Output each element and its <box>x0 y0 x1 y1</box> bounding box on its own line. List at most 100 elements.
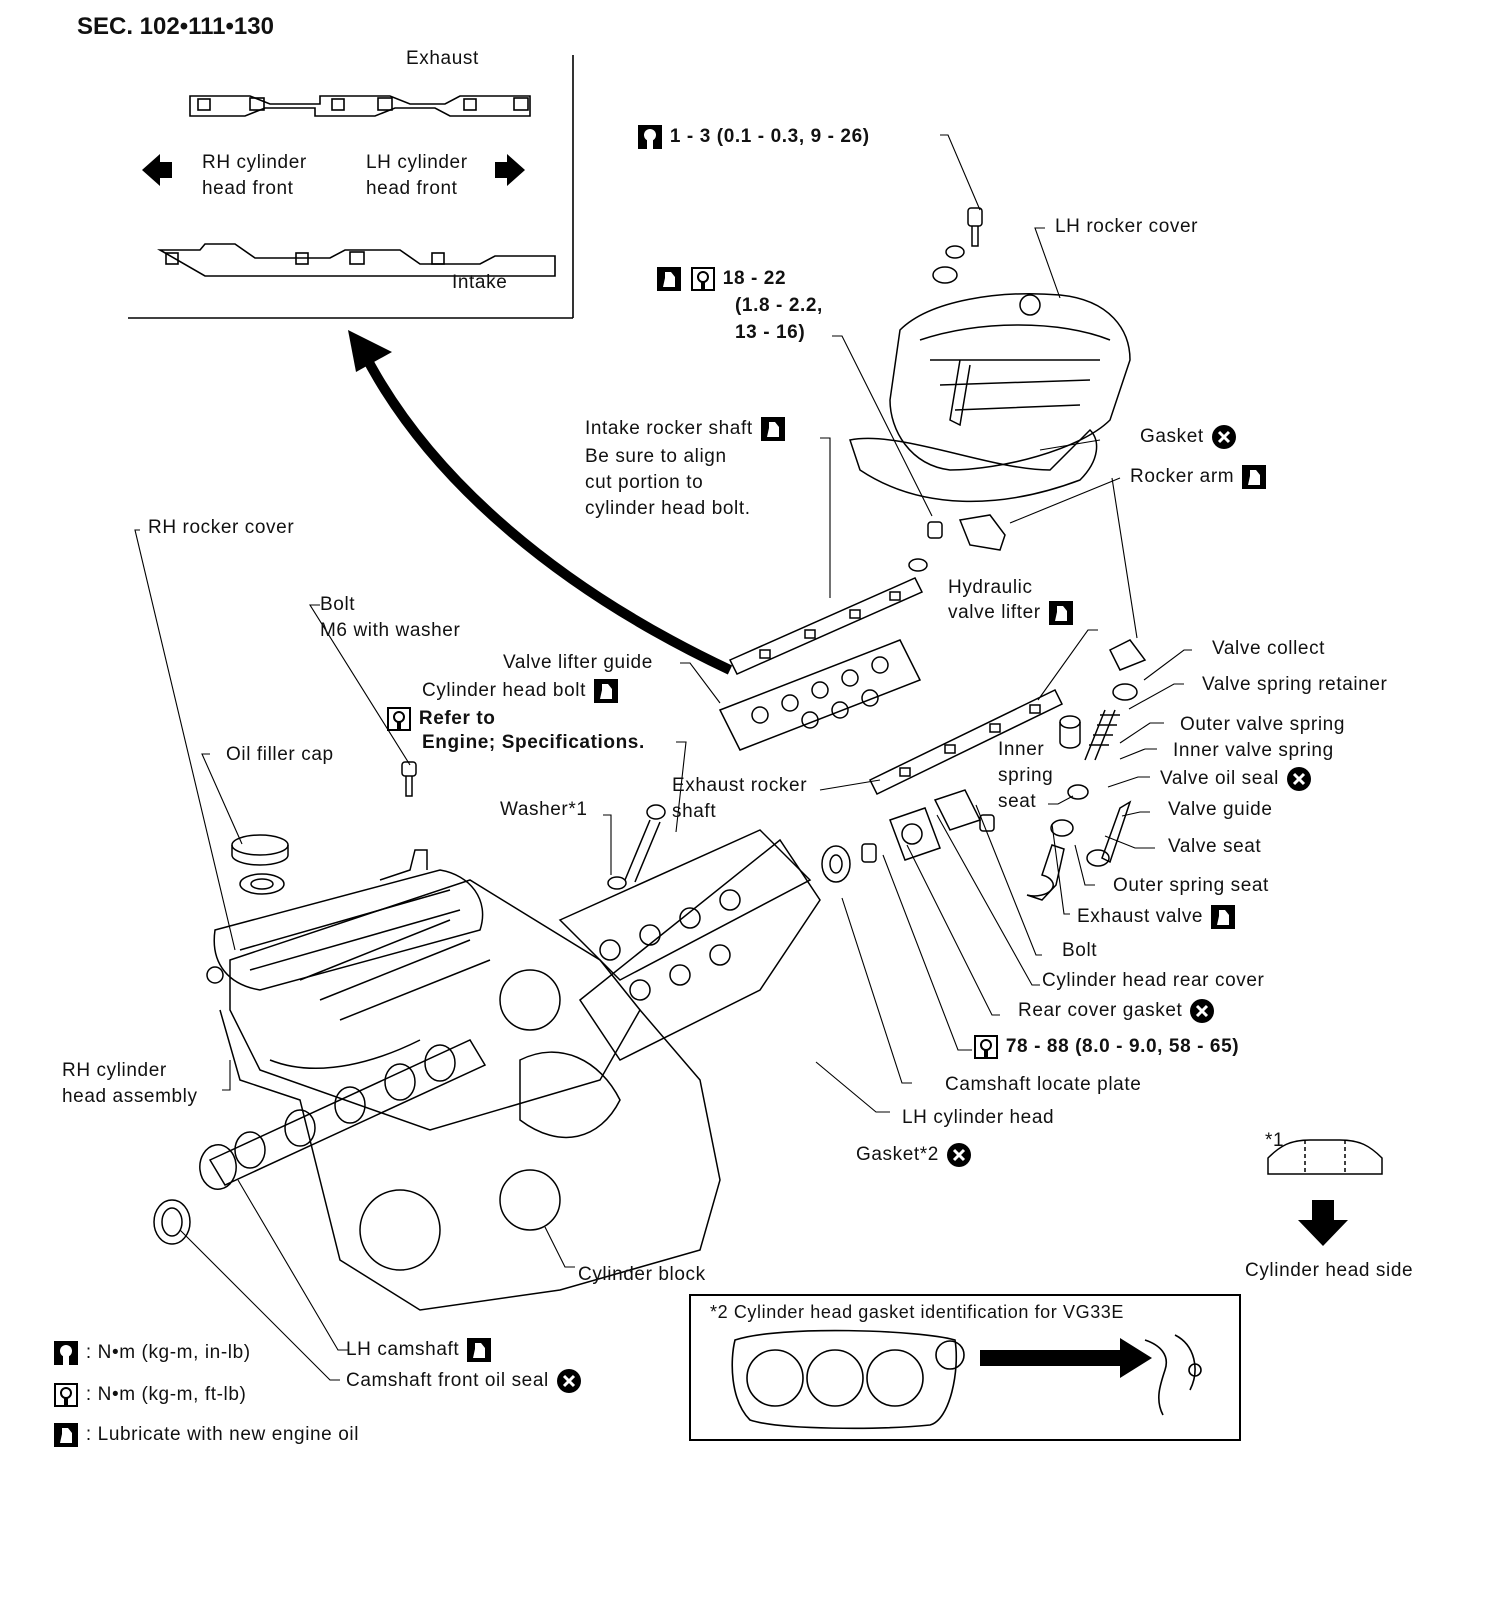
valve-lifter-guide-drawing <box>718 639 922 751</box>
hydraulic-lifter-line2: valve lifter <box>948 600 1075 626</box>
torque-rocker-line3: 13 - 16) <box>735 322 806 343</box>
exhaust-valve-label: Exhaust valve <box>1077 904 1237 930</box>
camshaft-oil-seal-drawing <box>153 1199 191 1245</box>
inset-exhaust-label: Exhaust <box>406 48 479 69</box>
torque-wrench-inlb-icon <box>638 124 662 149</box>
gasket-id-title: *2 Cylinder head gasket identification f… <box>710 1302 1125 1322</box>
intake-gasket-outline <box>157 243 556 277</box>
cylinder-head-bolt-label: Cylinder head bolt <box>422 678 620 704</box>
hydraulic-lifter-drawing <box>1059 715 1081 749</box>
legend-item-inlb: : N•m (kg-m, in-lb) <box>52 1340 251 1366</box>
lh-rocker-cover-drawing <box>849 293 1131 503</box>
washer-bolt-drawing <box>607 804 666 890</box>
gasket-id-box <box>689 1294 1241 1441</box>
torque-wrench-ftlb-icon <box>54 1382 78 1407</box>
torque-rocker-text-1: 18 - 22 <box>722 268 787 289</box>
transfer-arrow-shaft <box>360 352 733 675</box>
valve-spring-retainer-label: Valve spring retainer <box>1202 674 1388 695</box>
rocker-arm-drawing <box>958 514 1006 551</box>
intake-rocker-shaft-label: Intake rocker shaft <box>585 416 787 442</box>
oil-can-icon <box>1048 600 1073 625</box>
gasket2-text: Gasket*2 <box>856 1144 939 1165</box>
inset-rh-front-line1: RH cylinder <box>202 152 307 173</box>
legend-item-oil: : Lubricate with new engine oil <box>52 1422 359 1448</box>
exhaust-rocker-shaft-line2: shaft <box>672 801 717 822</box>
outer-spring-seat-label: Outer spring seat <box>1113 875 1269 896</box>
oil-can-icon <box>760 416 785 441</box>
arrow-down-icon <box>1298 1200 1348 1246</box>
valve-oil-seal-label: Valve oil seal <box>1160 766 1313 792</box>
oil-can-icon <box>1242 464 1267 489</box>
oil-can-icon <box>593 678 618 703</box>
intake-rocker-shaft-text: Intake rocker shaft <box>585 418 753 439</box>
replace-part-icon <box>1190 998 1215 1023</box>
camshaft-front-oil-seal-label: Camshaft front oil seal <box>346 1368 583 1394</box>
torque-wrench-inlb-icon <box>54 1340 78 1365</box>
torque-wrench-ftlb-icon <box>690 266 715 291</box>
oil-can-icon <box>1210 904 1235 929</box>
washer-detail-drawing <box>1267 1139 1383 1175</box>
inner-spring-seat-line2: spring <box>998 765 1054 786</box>
lh-camshaft-text: LH camshaft <box>346 1339 460 1360</box>
oil-can-icon <box>54 1422 78 1447</box>
valve-train-drawing <box>1026 639 1147 901</box>
cylinder-head-side-label: Cylinder head side <box>1245 1260 1414 1281</box>
intake-rocker-shaft-drawing <box>728 577 924 675</box>
rh-cylinder-head-assembly-line1: RH cylinder <box>62 1060 167 1081</box>
torque-wrench-ftlb-icon <box>387 706 411 731</box>
rear-cover-gasket-label: Rear cover gasket <box>1018 998 1216 1024</box>
exhaust-rocker-shaft-line1: Exhaust rocker <box>672 775 808 796</box>
intake-rocker-note-1: Be sure to align <box>585 446 727 467</box>
inner-valve-spring-label: Inner valve spring <box>1173 740 1334 761</box>
valve-collet-label: Valve collect <box>1212 638 1326 659</box>
valve-oil-seal-text: Valve oil seal <box>1160 768 1279 789</box>
hydraulic-lifter-text: valve lifter <box>948 602 1041 623</box>
rh-rocker-cover-drawing <box>206 849 484 991</box>
legend-text-oil: : Lubricate with new engine oil <box>85 1424 360 1445</box>
transfer-arrow-head <box>348 330 392 372</box>
inset-lh-front-line1: LH cylinder <box>366 152 468 173</box>
torque-top-label: 1 - 3 (0.1 - 0.3, 9 - 26) <box>636 124 870 150</box>
refer-to-line1: Refer to <box>385 706 495 732</box>
gasket-label: Gasket <box>1140 424 1238 450</box>
engine-block-drawing <box>219 829 821 1311</box>
intake-rocker-note-2: cut portion to <box>585 472 704 493</box>
inset-intake-label: Intake <box>452 272 508 293</box>
gasket-text: Gasket <box>1140 426 1204 447</box>
valve-guide-label: Valve guide <box>1168 799 1273 820</box>
inset-lh-front-line2: head front <box>366 178 458 199</box>
rh-rocker-cover-label: RH rocker cover <box>148 517 295 538</box>
id-arrow-icon <box>980 1338 1152 1378</box>
lh-cylinder-head-label: LH cylinder head <box>902 1107 1055 1128</box>
oil-filler-cap-label: Oil filler cap <box>226 744 334 765</box>
rh-cylinder-head-assembly-line2: head assembly <box>62 1086 198 1107</box>
arrow-right-icon <box>495 154 525 186</box>
exhaust-rocker-shaft-drawing <box>868 689 1064 795</box>
hydraulic-lifter-line1: Hydraulic <box>948 577 1033 598</box>
torque-head-text: 78 - 88 (8.0 - 9.0, 58 - 65) <box>1005 1036 1240 1057</box>
cylinder-head-rear-cover-label: Cylinder head rear cover <box>1042 970 1265 991</box>
top-bolt-drawing <box>932 207 983 284</box>
refer-to-text: Refer to <box>418 708 496 729</box>
torque-head-label: 78 - 88 (8.0 - 9.0, 58 - 65) <box>972 1034 1239 1060</box>
bolt2-label: Bolt <box>1062 940 1098 961</box>
leader-lines <box>134 134 1192 1381</box>
valve-lifter-guide-label: Valve lifter guide <box>503 652 653 673</box>
legend-text-ftlb: : N•m (kg-m, ft-lb) <box>85 1384 247 1405</box>
cylinder-block-label: Cylinder block <box>578 1264 706 1285</box>
section-number: SEC. 102•111•130 <box>77 13 274 40</box>
lh-camshaft-label: LH camshaft <box>346 1337 493 1363</box>
rocker-arm-text: Rocker arm <box>1130 466 1235 487</box>
washer-label: Washer*1 <box>500 799 588 820</box>
arrow-left-icon <box>142 154 172 186</box>
exhaust-gasket-outline <box>189 95 531 117</box>
bolt-m6-drawing <box>401 761 417 797</box>
replace-part-icon <box>1286 766 1311 791</box>
intake-rocker-note-3: cylinder head bolt. <box>585 498 751 519</box>
gasket2-label: Gasket*2 <box>856 1142 973 1168</box>
rocker-shaft-bolt-drawing <box>908 521 943 572</box>
camshaft-drawing <box>199 1039 487 1190</box>
bolt-m6-label: M6 with washer <box>320 620 461 641</box>
rocker-arm-label: Rocker arm <box>1130 464 1268 490</box>
